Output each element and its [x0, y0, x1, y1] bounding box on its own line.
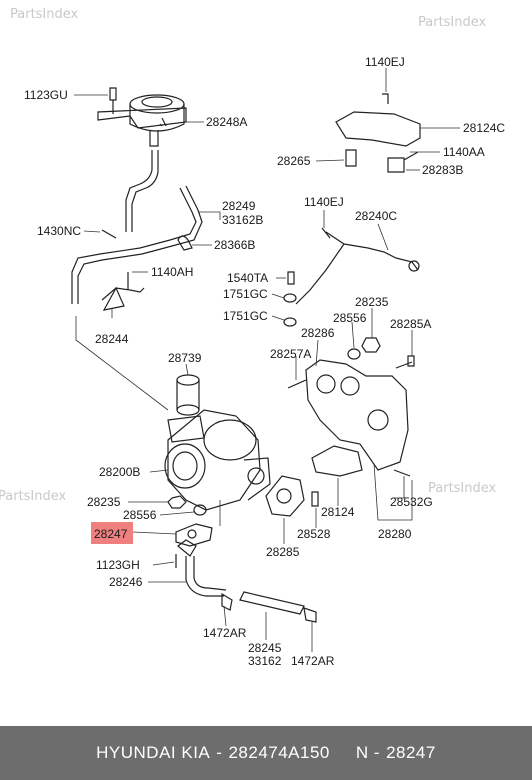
label-28200B: 28200B: [99, 465, 140, 479]
watermark-top-left: PartsIndex: [10, 7, 79, 22]
label-28532G: 28532G: [390, 495, 433, 509]
intake-hose-28739[interactable]: [167, 374, 205, 443]
bracket-28244[interactable]: [101, 272, 145, 311]
label-28244: 28244: [95, 332, 129, 346]
label-1472AR-a: 1472AR: [203, 626, 247, 640]
label-1123GH: 1123GH: [96, 558, 140, 572]
heat-shield-28124[interactable]: [311, 445, 363, 477]
leader-lines: [74, 68, 460, 652]
label-28739: 28739: [168, 351, 202, 365]
label-28556-bottom: 28556: [123, 508, 157, 522]
label-28235-bottom: 28235: [87, 495, 121, 509]
footer-ref: 28247: [386, 743, 436, 762]
highlight-28247: [91, 522, 133, 544]
label-28257A: 28257A: [270, 347, 311, 361]
label-28265: 28265: [277, 154, 311, 168]
label-28245: 28245: [248, 641, 282, 655]
label-1140AA: 1140AA: [443, 145, 485, 159]
label-28280: 28280: [378, 527, 412, 541]
label-28240C: 28240C: [355, 209, 397, 223]
washer-28556-top[interactable]: [347, 348, 361, 360]
label-1140AH: 1140AH: [151, 265, 193, 279]
label-28556-top: 28556: [333, 311, 367, 325]
label-1751GC-b: 1751GC: [223, 309, 268, 323]
label-1540TA: 1540TA: [227, 271, 268, 285]
label-1472AR-b: 1472AR: [291, 654, 335, 668]
footer-separator-2: N -: [355, 743, 381, 762]
label-28366B: 28366B: [214, 238, 255, 252]
parts-diagram: PartsIndex PartsIndex PartsIndex PartsIn…: [0, 7, 505, 668]
oil-return-pipe-28246[interactable]: [175, 539, 227, 597]
gasket-28285[interactable]: [265, 475, 305, 517]
washer-28556-bottom[interactable]: [193, 504, 207, 516]
footer-separator-1: -: [216, 743, 223, 762]
heat-shield-28124C[interactable]: [335, 93, 421, 173]
footer-part-number: 282474A150: [228, 743, 330, 762]
stud-28532G[interactable]: [393, 469, 411, 477]
part-number-footer: HYUNDAI KIA - 282474A150 N - 28247: [0, 726, 532, 780]
label-28247: 28247: [94, 527, 128, 541]
label-1430NC: 1430NC: [37, 224, 81, 238]
fittings-1540TA-1751GC[interactable]: [283, 271, 297, 327]
stud-28285A[interactable]: [395, 355, 415, 369]
turbocharger-28200B[interactable]: [164, 409, 271, 511]
hose-28245[interactable]: [239, 591, 305, 615]
label-1123GU: 1123GU: [24, 88, 68, 102]
nut-28235-top[interactable]: [361, 337, 381, 353]
screw-1430NC[interactable]: [101, 229, 117, 239]
gasket-28247[interactable]: [175, 523, 213, 547]
label-28283B: 28283B: [422, 163, 463, 177]
label-1140EJ-top: 1140EJ: [365, 55, 405, 69]
part-labels: 1140EJ 1123GU 28248A 28124C 1140AA 28265…: [24, 55, 505, 668]
hose-28249[interactable]: [71, 150, 203, 304]
bolt-28528[interactable]: [311, 491, 319, 507]
watermark-top-right: PartsIndex: [418, 15, 487, 30]
label-33162B: 33162B: [222, 213, 263, 227]
label-28285A: 28285A: [390, 317, 431, 331]
bolt-1123GU[interactable]: [109, 87, 117, 114]
label-28124: 28124: [321, 505, 355, 519]
clamp-1472AR-left[interactable]: [221, 592, 233, 611]
stud-28257A[interactable]: [287, 379, 307, 389]
label-28124C: 28124C: [463, 121, 505, 135]
label-1751GC-a: 1751GC: [223, 287, 268, 301]
clip-28366B[interactable]: [177, 235, 193, 251]
label-28249: 28249: [222, 199, 256, 213]
footer-brand: HYUNDAI KIA: [96, 743, 211, 762]
label-33162: 33162: [248, 654, 282, 668]
label-28286: 28286: [301, 326, 335, 340]
actuator-28248A[interactable]: [97, 94, 187, 147]
oil-feed-pipe-28240C[interactable]: [295, 227, 420, 305]
label-28235-top: 28235: [355, 295, 389, 309]
label-1140EJ-mid: 1140EJ: [304, 195, 344, 209]
clamp-1472AR-right[interactable]: [303, 607, 317, 623]
label-28528: 28528: [297, 527, 331, 541]
label-28285: 28285: [266, 545, 300, 559]
watermark-mid-right: PartsIndex: [428, 481, 497, 496]
label-28248A: 28248A: [206, 115, 247, 129]
label-28246: 28246: [109, 575, 143, 589]
exhaust-manifold-28286[interactable]: [305, 359, 409, 471]
watermark-mid-left: PartsIndex: [0, 489, 67, 504]
